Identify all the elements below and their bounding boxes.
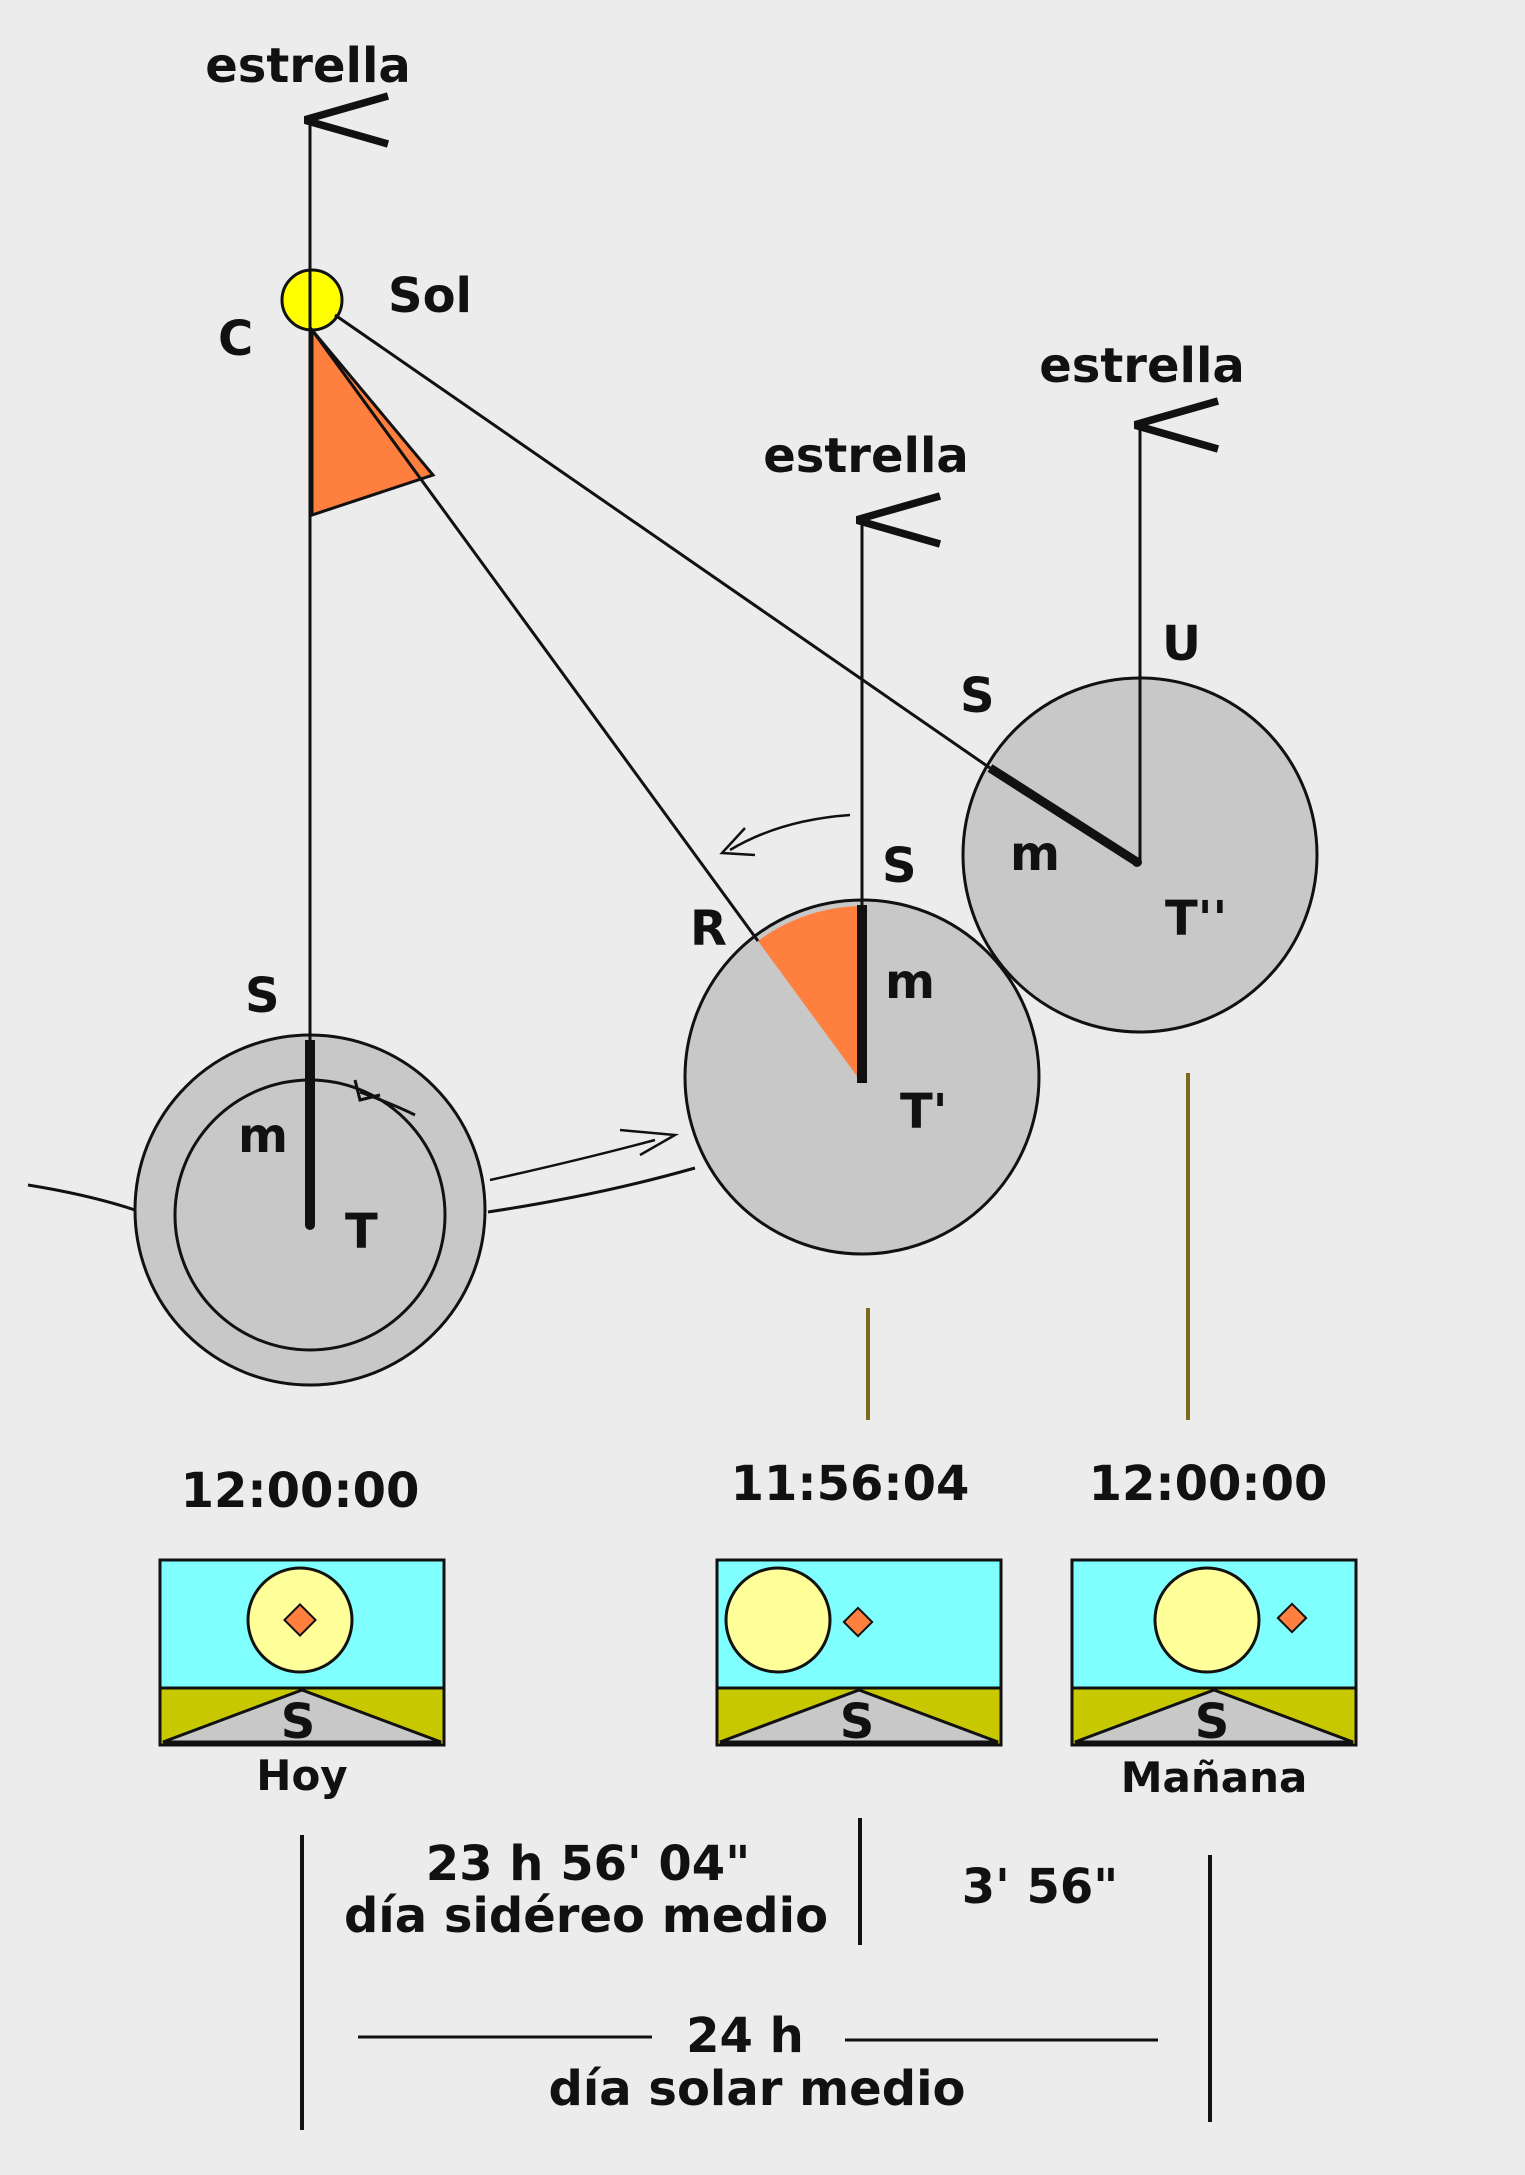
star-marker-icon bbox=[1276, 1602, 1308, 1634]
sun-disk-icon bbox=[1153, 1566, 1261, 1674]
view-s-today: S bbox=[281, 1694, 316, 1750]
star-label-sidereal: estrella bbox=[763, 428, 969, 484]
view-s-sidereal: S bbox=[840, 1694, 875, 1750]
caption-tomorrow: Mañana bbox=[1121, 1753, 1308, 1802]
guide-lines bbox=[866, 1073, 1190, 1420]
solar-day-value: 24 h bbox=[686, 2008, 804, 2064]
star-marker-icon bbox=[842, 1606, 874, 1638]
meridian-m-sidereal: m bbox=[885, 954, 935, 1010]
earth-orbit bbox=[27, 1128, 696, 1214]
meridian-s-today: S bbox=[245, 968, 280, 1024]
earth-today bbox=[133, 1033, 487, 1387]
caption-today: Hoy bbox=[256, 1751, 347, 1800]
meridian-s-sidereal: S bbox=[882, 838, 917, 894]
meridian-s-tomorrow: S bbox=[960, 668, 995, 724]
sky-view-tomorrow: S bbox=[1070, 1558, 1358, 1750]
sun bbox=[280, 268, 344, 332]
earth-t-prime-label: T' bbox=[900, 1084, 947, 1140]
star-marker-icon bbox=[283, 1603, 317, 1637]
earth-t-double-prime-label: T'' bbox=[1165, 891, 1227, 947]
day-difference: 3' 56" bbox=[962, 1859, 1119, 1915]
sun-direction-lines bbox=[310, 313, 991, 942]
time-tomorrow: 12:00:00 bbox=[1089, 1456, 1328, 1512]
point-u-label: U bbox=[1162, 616, 1201, 672]
sidereal-day-value: 23 h 56' 04" bbox=[426, 1836, 750, 1892]
sun-disk-icon bbox=[724, 1566, 832, 1674]
time-today: 12:00:00 bbox=[181, 1463, 420, 1519]
star-label-today: estrella bbox=[205, 38, 411, 94]
solar-day-label: día solar medio bbox=[548, 2061, 965, 2117]
sun-angle-sector bbox=[310, 325, 436, 518]
sidereal-day-label: día sidéreo medio bbox=[344, 1888, 828, 1944]
meridian-m-tomorrow: m bbox=[1010, 826, 1060, 882]
star-direction-lines bbox=[310, 120, 1140, 1040]
sky-view-sidereal: S bbox=[715, 1558, 1003, 1750]
earth-t-label: T bbox=[345, 1204, 378, 1260]
interval-lines bbox=[300, 1818, 1212, 2130]
star-label-tomorrow: estrella bbox=[1039, 338, 1245, 394]
meridian-m-today: m bbox=[238, 1108, 288, 1164]
time-sidereal: 11:56:04 bbox=[731, 1456, 970, 1512]
point-c-label: C bbox=[218, 311, 253, 367]
rotation-arrow-icon bbox=[359, 1090, 416, 1117]
rotation-sector bbox=[758, 906, 862, 1083]
turn-arrow-icon bbox=[729, 813, 851, 852]
orbit-arrow-icon bbox=[619, 1128, 680, 1157]
sun-label: Sol bbox=[388, 268, 472, 324]
point-r-label: R bbox=[690, 901, 727, 957]
view-s-tomorrow: S bbox=[1195, 1694, 1230, 1750]
sky-view-today: S bbox=[158, 1558, 446, 1750]
